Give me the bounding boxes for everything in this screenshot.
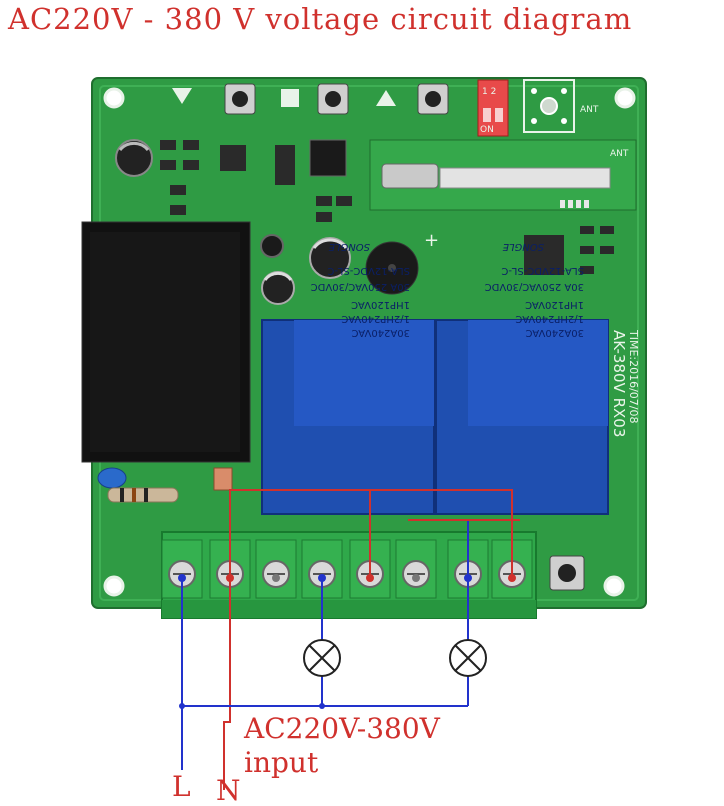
down-triangle-mark [172, 88, 192, 104]
relay-2: 30A240VAC 1/2HP240VAC 1HP120VAC 30A 250V… [435, 241, 609, 515]
relay-2-line1: 30A 250VAC/30VDC [485, 281, 584, 292]
label-l: L [172, 770, 191, 803]
board-model-label: AK-380V RX03 [610, 330, 628, 437]
relay-1-line1: 30A 250VAC/30VDC [311, 281, 410, 292]
input-label: input [244, 746, 319, 779]
capacitors-middle [260, 234, 419, 305]
electrolytic-capacitor-1 [115, 139, 153, 177]
reset-button [549, 555, 585, 591]
terminal-contact-3 [272, 574, 280, 582]
inductor [309, 139, 347, 177]
power-transformer [81, 221, 251, 463]
button-cap-3 [425, 91, 441, 107]
mounting-holes [103, 87, 636, 597]
board-date-label: TIME:2016/07/08 [627, 329, 640, 424]
relay-2-brand: SONGLE [502, 241, 544, 252]
antenna-pad: ANT [523, 79, 599, 133]
terminal-contact-1 [178, 574, 186, 582]
rf-module: ANT [369, 139, 637, 211]
relay-2-model: SLA-12VDC-SL-C [501, 265, 584, 276]
dip-switch: 1 2 ON [477, 79, 509, 137]
relay-1-brand: SONGLE [328, 241, 370, 252]
wire-junctions [179, 703, 325, 709]
terminal-contact-4 [318, 574, 326, 582]
input-voltage-label: AC220V-380V [243, 712, 441, 745]
plus-marking: + [424, 230, 439, 251]
live-wire-n [223, 489, 513, 790]
relay-1-line4: 30A240VAC [351, 327, 410, 338]
relay-2-line4: 30A240VAC [525, 327, 584, 338]
lamp-2 [449, 639, 487, 677]
dip-numbers: 1 2 [482, 87, 496, 97]
fuse [213, 467, 233, 491]
button-cap-1 [232, 91, 248, 107]
relay-1-line3: 1/2HP240VAC [341, 313, 410, 324]
relay-1-model: SLA-12VDC-SL-C [327, 265, 410, 276]
relay-1-line2: 1HP120VAC [351, 299, 410, 310]
relay-2-line3: 1/2HP240VAC [515, 313, 584, 324]
relay-1: 30A240VAC 1/2HP240VAC 1HP120VAC 30A 250V… [261, 241, 435, 515]
top-controls [172, 83, 449, 115]
square-mark [281, 89, 299, 107]
ant-label-top: ANT [610, 149, 629, 159]
up-triangle-mark [376, 90, 396, 106]
rf-shield [439, 167, 611, 189]
varistor-and-resistor [97, 467, 233, 503]
crystal [381, 163, 439, 189]
terminal-contact-6 [412, 574, 420, 582]
button-cap-2 [325, 91, 341, 107]
lamp-1 [303, 639, 341, 677]
terminal-contact-7 [464, 574, 472, 582]
diagram-title: AC220V - 380 V voltage circuit diagram [8, 2, 633, 36]
ant-label: ANT [580, 105, 599, 115]
label-n: N [216, 774, 241, 806]
relay-2-line2: 1HP120VAC [525, 299, 584, 310]
microcontroller-chip [524, 235, 564, 275]
dip-on-label: ON [480, 125, 494, 135]
